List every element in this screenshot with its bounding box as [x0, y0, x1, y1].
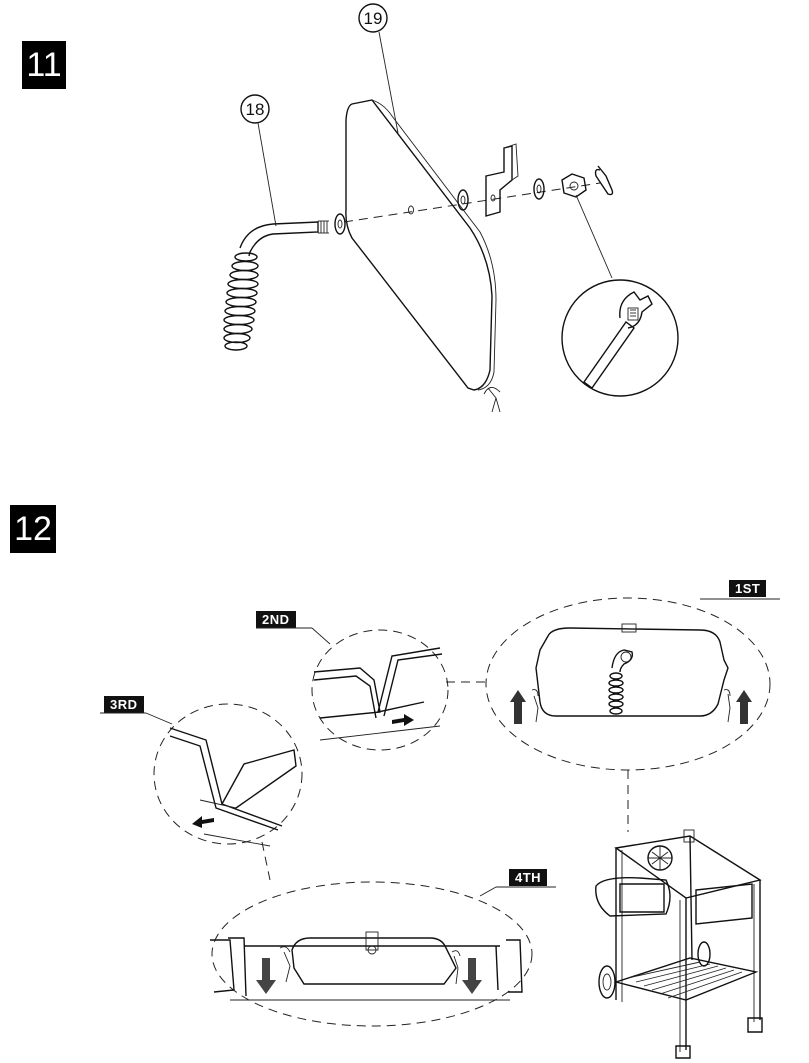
hex-nut: [561, 173, 587, 198]
tag-2nd: 2ND: [256, 611, 296, 628]
detail-4th: [210, 881, 556, 1027]
step-11-illustration: 19 18: [223, 3, 679, 413]
spring-washer: [533, 178, 545, 200]
detail-3rd: [100, 703, 303, 847]
grill-cart: [595, 829, 763, 1059]
callout-19: 19: [358, 3, 399, 134]
step-11-label: 11: [22, 41, 66, 89]
svg-text:18: 18: [246, 100, 265, 119]
step-12-label: 12: [10, 505, 56, 553]
tag-4th: 4TH: [509, 869, 548, 886]
detail-1st: [485, 597, 780, 771]
tag-3rd: 3RD: [104, 696, 144, 713]
assembly-axis: [343, 182, 601, 223]
spring-handle: [223, 220, 329, 351]
detail-2nd: [256, 627, 449, 751]
mounting-bracket: [485, 143, 519, 217]
step-12-illustration: [100, 597, 780, 1059]
wrench-detail: [561, 279, 679, 397]
front-washer: [334, 213, 346, 235]
callout-18: 18: [240, 94, 277, 227]
svg-text:19: 19: [364, 9, 383, 28]
tag-1st: 1ST: [729, 580, 767, 597]
r-pin: [594, 165, 614, 196]
side-shelf-panel: [345, 99, 497, 391]
rear-washer: [457, 189, 469, 211]
